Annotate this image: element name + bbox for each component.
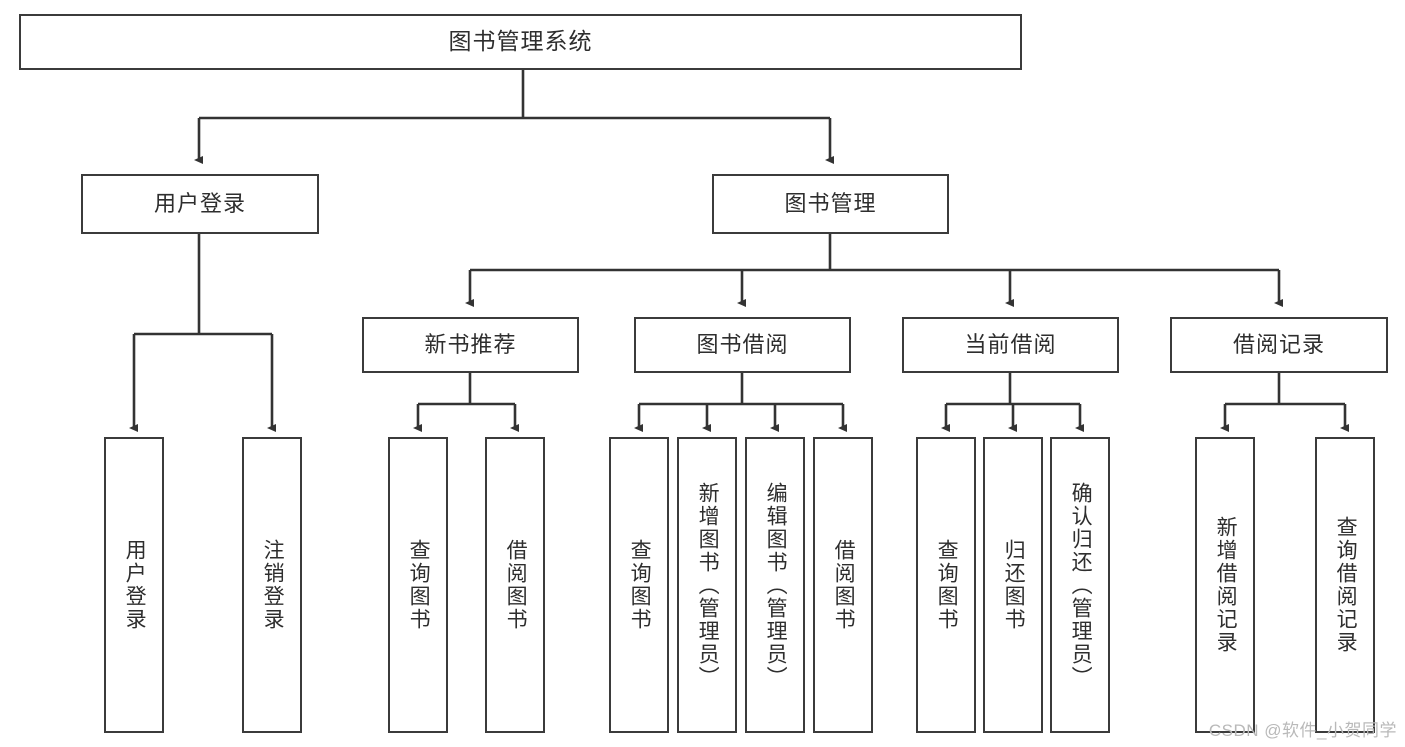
- leaf-user-login-signout[interactable]: 注销登录: [242, 437, 302, 733]
- leaf-label: 归还图书: [1002, 539, 1026, 631]
- leaf-label: 查询图书: [628, 539, 652, 631]
- node-book-management[interactable]: 图书管理: [712, 174, 949, 234]
- leaf-newbook-borrow-books[interactable]: 借阅图书: [485, 437, 545, 733]
- leaf-user-login-signin[interactable]: 用户登录: [104, 437, 164, 733]
- leaf-label: 查询借阅记录: [1334, 516, 1358, 654]
- node-new-book-recommend[interactable]: 新书推荐: [362, 317, 579, 373]
- leaf-label: 确认归还（管理员）: [1069, 481, 1093, 689]
- leaf-label: 借阅图书: [504, 539, 528, 631]
- node-book-borrow[interactable]: 图书借阅: [634, 317, 851, 373]
- leaf-label: 用户登录: [123, 539, 147, 631]
- leaf-newbook-query-books[interactable]: 查询图书: [388, 437, 448, 733]
- leaf-records-add-record[interactable]: 新增借阅记录: [1195, 437, 1255, 733]
- csdn-watermark: CSDN @软件_小贺同学: [1208, 721, 1397, 740]
- leaf-borrow-borrow-books[interactable]: 借阅图书: [813, 437, 873, 733]
- leaf-borrow-add-book-admin[interactable]: 新增图书（管理员）: [677, 437, 737, 733]
- leaf-current-return-books[interactable]: 归还图书: [983, 437, 1043, 733]
- leaf-label: 注销登录: [261, 539, 285, 631]
- leaf-borrow-edit-book-admin[interactable]: 编辑图书（管理员）: [745, 437, 805, 733]
- leaf-current-confirm-return-admin[interactable]: 确认归还（管理员）: [1050, 437, 1110, 733]
- node-borrow-records[interactable]: 借阅记录: [1170, 317, 1388, 373]
- leaf-current-query-books[interactable]: 查询图书: [916, 437, 976, 733]
- leaf-records-query-record[interactable]: 查询借阅记录: [1315, 437, 1375, 733]
- node-root-book-management-system[interactable]: 图书管理系统: [19, 14, 1022, 70]
- leaf-label: 编辑图书（管理员）: [764, 481, 788, 689]
- leaf-label: 查询图书: [407, 539, 431, 631]
- leaf-label: 借阅图书: [832, 539, 856, 631]
- leaf-label: 新增图书（管理员）: [696, 481, 720, 689]
- leaf-borrow-query-books[interactable]: 查询图书: [609, 437, 669, 733]
- leaf-label: 查询图书: [935, 539, 959, 631]
- node-user-login[interactable]: 用户登录: [81, 174, 319, 234]
- leaf-label: 新增借阅记录: [1214, 516, 1238, 654]
- node-current-borrow[interactable]: 当前借阅: [902, 317, 1119, 373]
